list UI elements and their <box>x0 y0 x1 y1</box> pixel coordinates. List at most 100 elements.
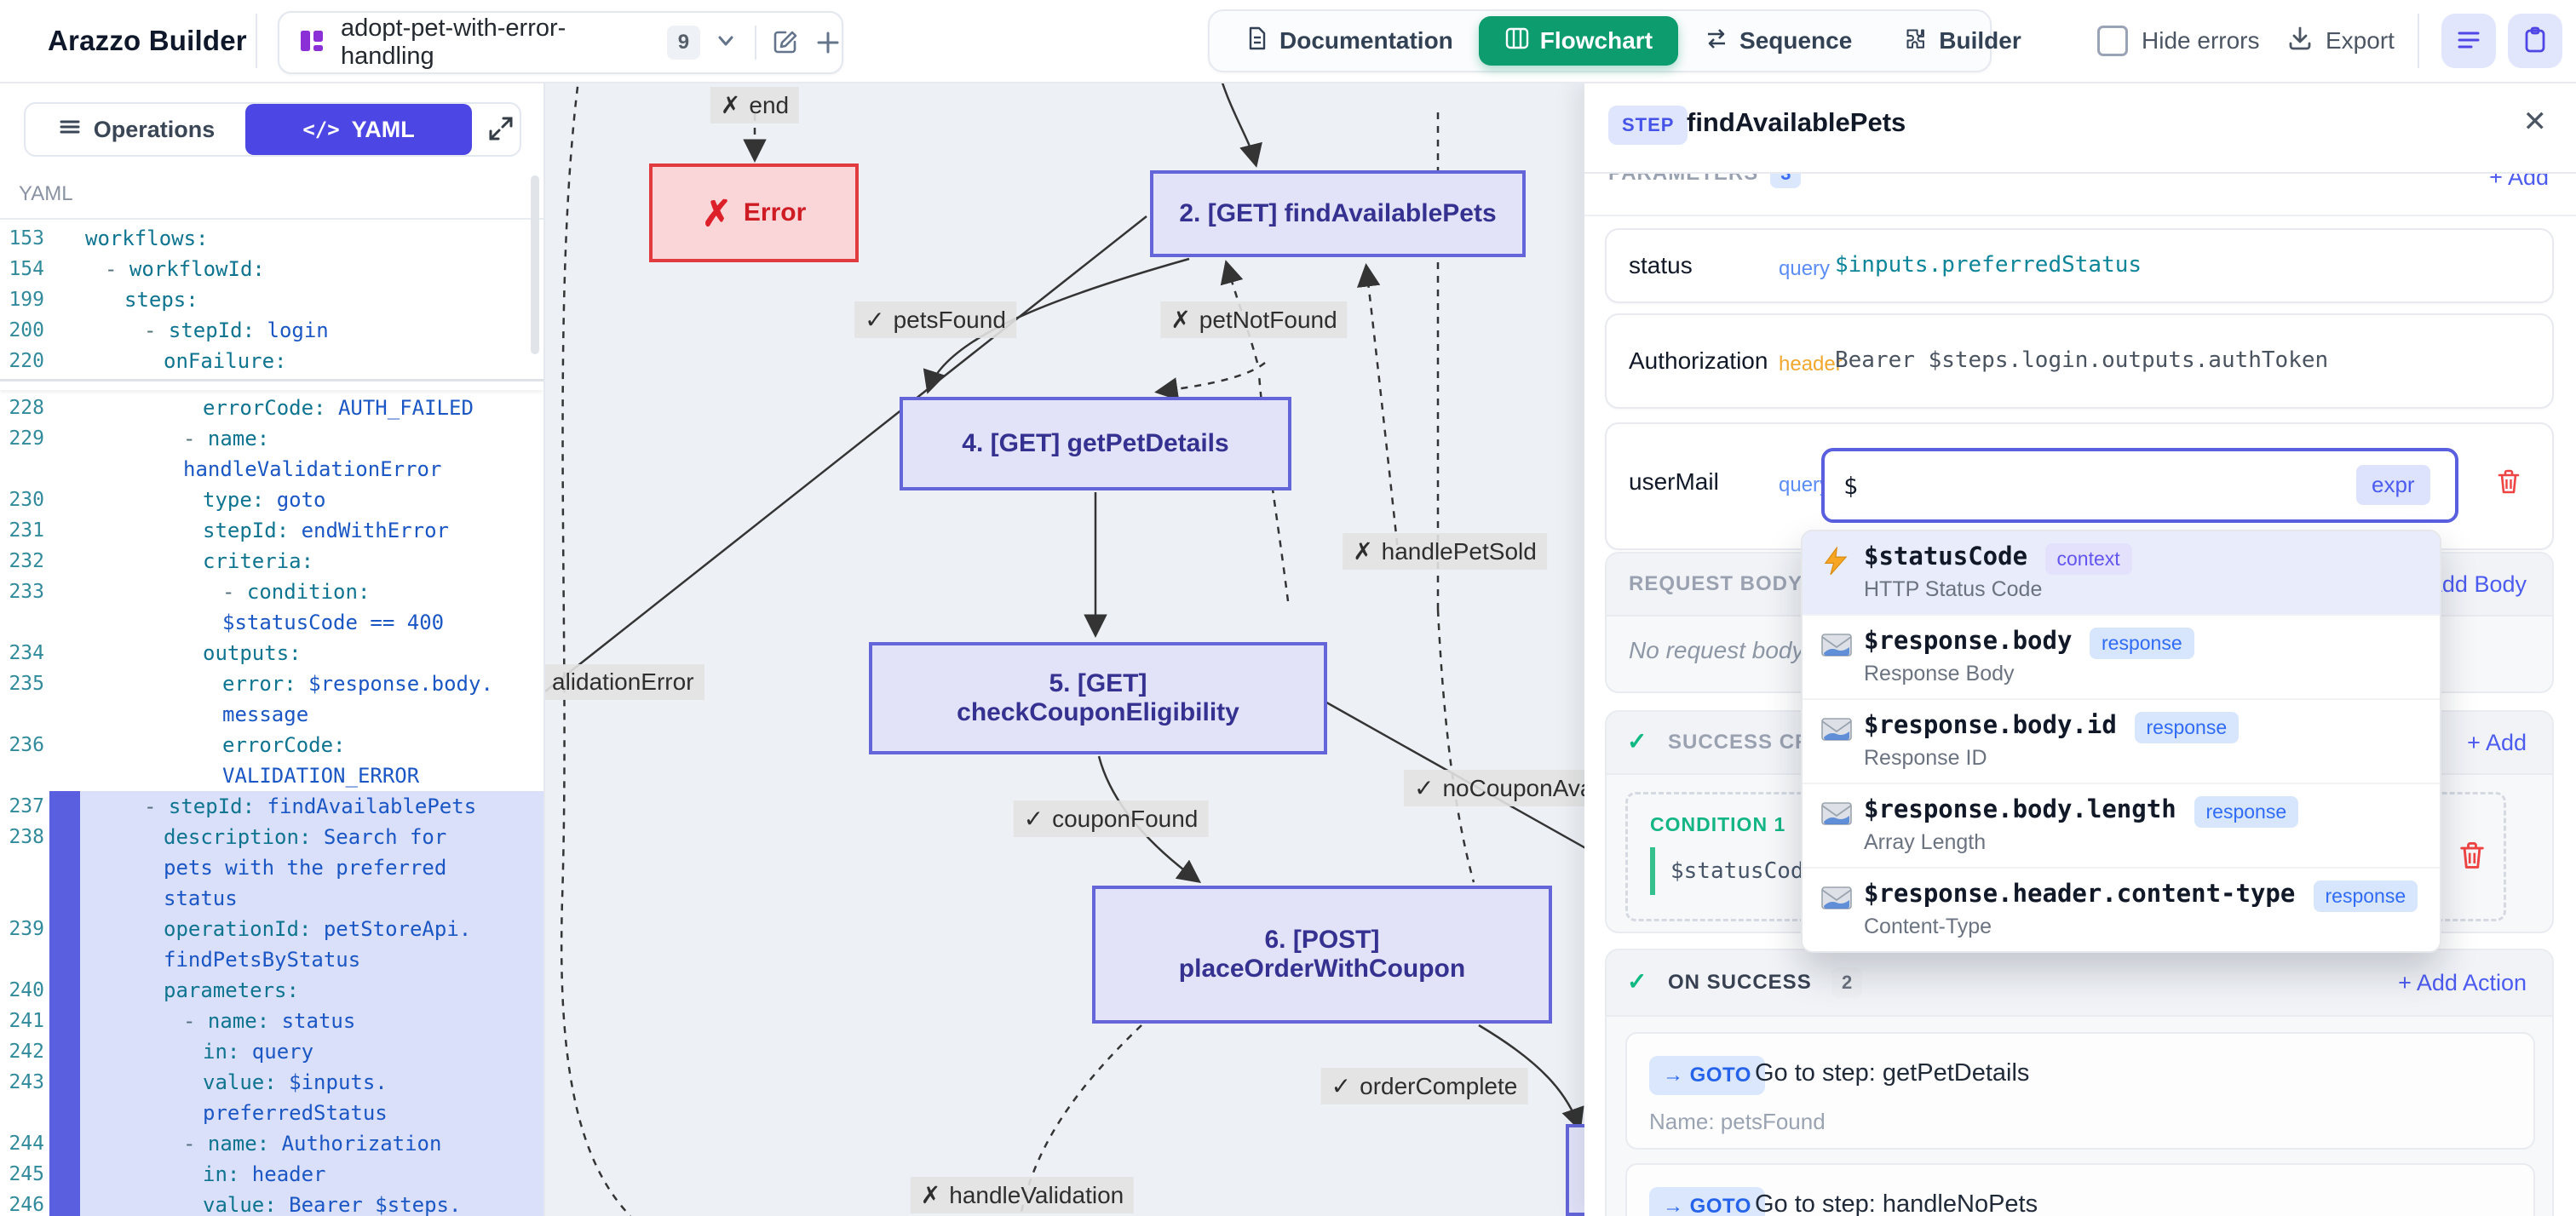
flow-node-partial[interactable] <box>1566 1124 1584 1216</box>
toggle-yaml[interactable]: </> YAML <box>245 104 472 155</box>
export-button[interactable]: Export <box>2281 0 2400 82</box>
line-number: 237 <box>9 795 44 817</box>
code-line: 154- workflowId: <box>0 254 543 284</box>
edit-workflow-button[interactable] <box>772 29 799 56</box>
code-line: pets with the preferred <box>0 852 543 883</box>
line-number: 245 <box>9 1163 44 1185</box>
line-number: 232 <box>9 550 44 572</box>
tab-builder[interactable]: Builder <box>1877 16 2046 66</box>
add-criteria-button[interactable]: + Add <box>2462 729 2532 757</box>
expression-name: $response.header.content-type <box>1864 879 2296 908</box>
flowchart-canvas[interactable]: ✗end ✗ Error 2. [GET] findAvailablePets … <box>545 82 1584 1216</box>
toggle-operations[interactable]: Operations <box>26 104 247 155</box>
add-action-button[interactable]: + Add Action <box>2393 969 2532 997</box>
scrollbar[interactable] <box>531 175 539 354</box>
sequence-icon <box>1704 26 1729 57</box>
clipboard-icon <box>2521 26 2550 57</box>
flowchart-icon <box>1504 26 1530 57</box>
code-line: message <box>222 703 309 726</box>
line-number: 200 <box>9 319 44 341</box>
code-line: findPetsByStatus <box>0 944 543 975</box>
edge-label-handleValidation: ✗handleValidation <box>910 1177 1135 1213</box>
expression-description: Response ID <box>1864 746 1987 770</box>
action-card-goto-getPetDetails[interactable]: → GOTO Go to step: getPetDetails Name: p… <box>1625 1032 2535 1150</box>
workflow-selector[interactable]: adopt-pet-with-error-handling 9 <box>278 11 843 74</box>
divider <box>0 218 543 220</box>
hide-errors-checkbox[interactable]: Hide errors <box>2097 0 2259 82</box>
tab-sequence[interactable]: Sequence <box>1678 16 1877 66</box>
download-icon <box>2286 25 2314 58</box>
step-title: findAvailablePets <box>1687 107 1906 137</box>
line-number: 246 <box>9 1194 44 1216</box>
line-number: 199 <box>9 289 44 311</box>
edge-label-petsFound: ✓petsFound <box>854 301 1016 338</box>
add-workflow-button[interactable] <box>814 29 842 56</box>
edge-label-handlePetSold: ✗handlePetSold <box>1343 533 1547 570</box>
line-number: 243 <box>9 1071 44 1093</box>
parameters-count-badge: 3 <box>1770 174 1802 188</box>
mail-icon <box>1821 631 1852 661</box>
flow-node-findAvailablePets[interactable]: 2. [GET] findAvailablePets <box>1150 170 1526 257</box>
line-number: 231 <box>9 519 44 542</box>
flow-node-getPetDetails[interactable]: 4. [GET] getPetDetails <box>900 397 1291 490</box>
builder-icon <box>1903 26 1929 57</box>
delete-parameter-icon[interactable] <box>2489 467 2528 500</box>
line-number: 238 <box>9 826 44 848</box>
expression-description: Response Body <box>1864 662 2015 685</box>
on-success-section: ✓ ON SUCCESS 2 + Add Action → GOTO Go to… <box>1605 949 2554 1216</box>
parameter-row-authorization[interactable]: Authorization header Bearer $steps.login… <box>1605 313 2554 409</box>
hamburger-icon <box>58 115 82 145</box>
step-badge: STEP <box>1608 106 1688 145</box>
action-card-goto-handleNoPets[interactable]: → GOTO Go to step: handleNoPets <box>1625 1163 2535 1216</box>
divider <box>1584 215 2576 216</box>
code-line: status <box>0 883 543 914</box>
check-icon: ✓ <box>1627 728 1647 754</box>
view-toggle: Operations </> YAML <box>24 102 521 157</box>
expression-description: Content-Type <box>1864 915 1992 938</box>
menu-lines-icon <box>2454 26 2483 57</box>
tab-flowchart[interactable]: Flowchart <box>1478 16 1679 66</box>
step-panel-header: STEP findAvailablePets ✕ <box>1584 82 2576 174</box>
tab-documentation[interactable]: Documentation <box>1218 16 1479 66</box>
collapsed-region-divider[interactable] <box>0 379 543 390</box>
goto-badge: → GOTO <box>1649 1056 1765 1095</box>
mail-icon <box>1821 715 1852 745</box>
clipboard-panel-button[interactable] <box>2508 14 2562 68</box>
delete-condition-icon[interactable] <box>2451 839 2493 875</box>
flow-node-error[interactable]: ✗ Error <box>649 163 859 262</box>
code-line: 237- stepId: findAvailablePets <box>0 791 543 822</box>
line-number: 240 <box>9 979 44 1001</box>
expression-name: $statusCode <box>1864 542 2028 571</box>
line-number: 229 <box>9 427 44 450</box>
parameter-row-status[interactable]: status query $inputs.preferredStatus <box>1605 228 2554 303</box>
close-icon[interactable]: ✕ <box>2518 104 2553 140</box>
expression-tag-badge: response <box>2090 628 2194 659</box>
add-parameter-button[interactable]: + Add <box>2484 174 2554 192</box>
workflow-count-badge: 9 <box>666 26 701 60</box>
line-number: 241 <box>9 1010 44 1032</box>
parameter-row-userMail[interactable]: userMail query expr <box>1605 422 2554 550</box>
parameter-value-input[interactable] <box>1821 448 2458 523</box>
flow-node-checkCouponEligibility[interactable]: 5. [GET] checkCouponEligibility <box>869 642 1327 754</box>
expand-icon[interactable] <box>480 111 518 148</box>
lightning-icon <box>1821 546 1850 580</box>
flow-node-placeOrderWithCoupon[interactable]: 6. [POST] placeOrderWithCoupon <box>1092 886 1552 1024</box>
checkbox[interactable] <box>2097 26 2128 56</box>
panel-list-toggle-button[interactable] <box>2441 14 2496 68</box>
